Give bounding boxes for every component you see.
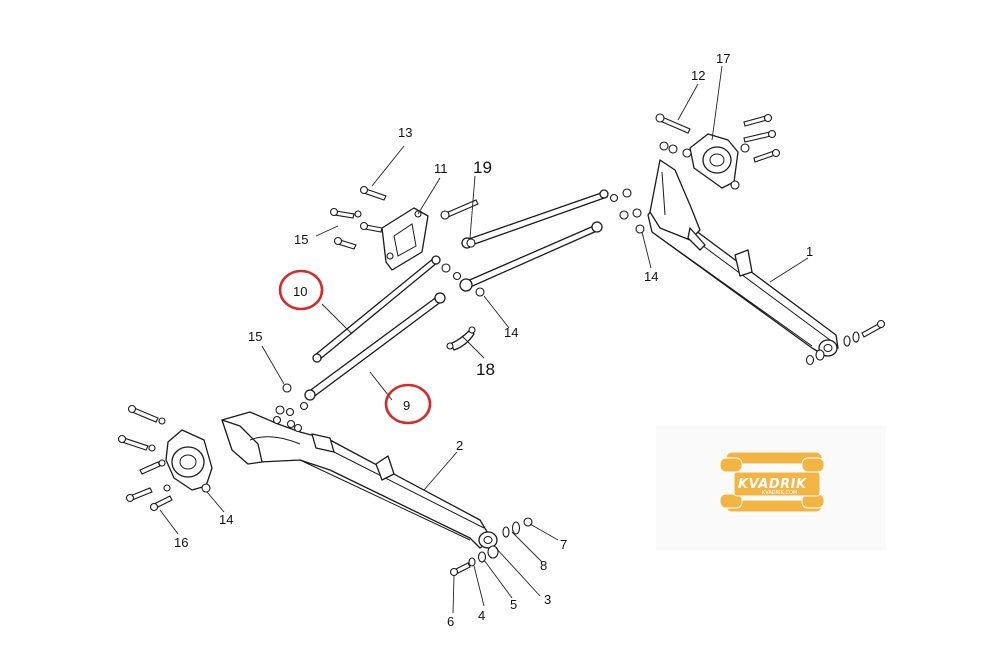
highlight-circle-9 <box>384 383 432 425</box>
clip-18 <box>446 326 476 351</box>
hardware-left <box>117 383 533 577</box>
callout-7: 7 <box>560 537 567 552</box>
callout-12: 12 <box>691 68 705 83</box>
leader-lines <box>159 65 809 614</box>
callout-14-middle: 14 <box>504 325 518 340</box>
link-9 <box>304 292 446 401</box>
callout-labels: 1 2 3 4 5 6 7 8 9 10 11 12 13 14 14 14 1… <box>174 51 813 629</box>
link-10 <box>312 255 441 363</box>
callout-15-upper: 15 <box>294 232 308 247</box>
watermark-tagline: KVADRIK.COM <box>762 490 797 496</box>
knuckle-left <box>165 429 213 493</box>
callout-11: 11 <box>434 161 448 176</box>
callout-2: 2 <box>456 438 463 453</box>
callout-13: 13 <box>398 125 412 140</box>
callout-9: 9 <box>403 398 410 413</box>
callout-3: 3 <box>544 592 551 607</box>
callout-1: 1 <box>806 244 813 259</box>
callout-10: 10 <box>293 284 307 299</box>
watermark-logo <box>719 451 825 513</box>
callout-5: 5 <box>510 597 517 612</box>
bracket-11 <box>381 207 429 271</box>
hardware-middle <box>329 185 485 297</box>
callout-18: 18 <box>476 360 495 379</box>
callout-19: 19 <box>473 158 492 177</box>
callout-15-lower: 15 <box>248 329 262 344</box>
watermark-brand: KVADRIK <box>738 477 807 492</box>
callout-16: 16 <box>174 535 188 550</box>
highlight-circle-10 <box>278 269 324 311</box>
upper-link-right <box>461 189 609 249</box>
callout-4: 4 <box>478 608 485 623</box>
callout-14-left: 14 <box>219 512 233 527</box>
knuckle-right <box>689 133 740 190</box>
callout-6: 6 <box>447 614 454 629</box>
callout-17: 17 <box>716 51 730 66</box>
callout-14-right: 14 <box>644 269 658 284</box>
lower-link-right <box>459 221 603 292</box>
callout-8: 8 <box>540 558 547 573</box>
hardware-right <box>609 113 886 366</box>
watermark: KVADRIK KVADRIK.COM <box>656 426 886 550</box>
trailing-arm-left <box>221 411 498 549</box>
highlight-marks <box>278 269 432 425</box>
bolt-19 <box>440 199 479 220</box>
